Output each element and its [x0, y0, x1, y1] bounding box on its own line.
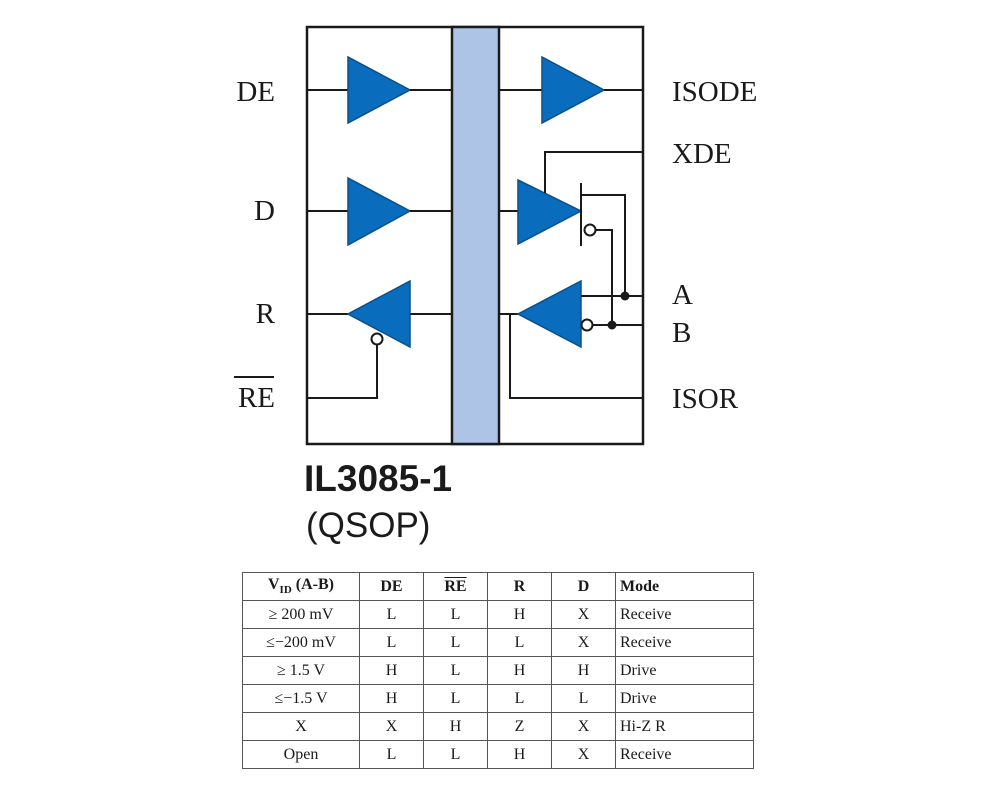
- table-cell: L: [487, 684, 552, 713]
- table-cell: L: [359, 740, 424, 769]
- table-cell: L: [551, 684, 616, 713]
- header-r: R: [487, 572, 552, 601]
- table-cell: Z: [487, 712, 552, 741]
- table-cell: H: [487, 740, 552, 769]
- table-cell: L: [423, 656, 488, 685]
- driver-inverting-bubble: [583, 223, 597, 237]
- table-cell: H: [423, 712, 488, 741]
- pin-label-de: DE: [236, 76, 275, 108]
- table-cell: H: [359, 656, 424, 685]
- table-cell: ≤−200 mV: [242, 628, 360, 657]
- table-cell: X: [551, 628, 616, 657]
- line-receiver: [516, 279, 582, 349]
- header-mode: Mode: [615, 572, 754, 601]
- driver-out-b: [596, 229, 613, 325]
- table-cell: L: [487, 628, 552, 657]
- r-enable-bubble: [370, 332, 384, 346]
- pin-label-d: D: [254, 195, 275, 227]
- driver-out-a: [581, 194, 626, 296]
- table-cell: ≥ 200 mV: [242, 600, 360, 629]
- table-cell: X: [551, 600, 616, 629]
- table-cell: X: [359, 712, 424, 741]
- header-re: RE: [423, 572, 488, 601]
- d-input-buffer: [347, 176, 412, 247]
- table-cell: L: [423, 628, 488, 657]
- table-cell: ≥ 1.5 V: [242, 656, 360, 685]
- table-cell: L: [423, 684, 488, 713]
- table-cell: Receive: [615, 740, 754, 769]
- table-cell: H: [551, 656, 616, 685]
- table-cell: L: [359, 600, 424, 629]
- pin-label-r: R: [256, 298, 276, 330]
- junction-b: [607, 320, 617, 330]
- pin-label-re: RE: [238, 382, 275, 414]
- header-d: D: [551, 572, 616, 601]
- table-cell: X: [242, 712, 360, 741]
- header-de: DE: [359, 572, 424, 601]
- table-cell: Receive: [615, 628, 754, 657]
- table-cell: Hi-Z R: [615, 712, 754, 741]
- table-cell: Open: [242, 740, 360, 769]
- pin-label-a: A: [672, 279, 693, 311]
- table-cell: H: [487, 600, 552, 629]
- isode-buffer: [541, 55, 606, 125]
- isolation-barrier: [450, 25, 501, 446]
- table-cell: X: [551, 740, 616, 769]
- table-cell: ≤−1.5 V: [242, 684, 360, 713]
- pin-label-isor: ISOR: [672, 383, 739, 415]
- de-input-buffer: [347, 55, 412, 125]
- table-cell: L: [423, 600, 488, 629]
- pin-label-isode: ISODE: [672, 76, 757, 108]
- table-cell: Drive: [615, 684, 754, 713]
- table-cell: Receive: [615, 600, 754, 629]
- pin-label-xde: XDE: [672, 138, 732, 170]
- receiver-inverting-bubble: [580, 318, 594, 332]
- isor-wire: [509, 314, 643, 399]
- header-vid: VID (A-B): [242, 572, 360, 601]
- table-cell: Drive: [615, 656, 754, 685]
- junction-a: [620, 291, 630, 301]
- package-type: (QSOP): [306, 506, 431, 545]
- line-driver: [517, 178, 583, 246]
- part-number: IL3085-1: [304, 458, 453, 499]
- block-diagram: DE D R RE ISODE XDE A B ISOR: [234, 25, 757, 446]
- table-cell: X: [551, 712, 616, 741]
- truth-table-header: VID (A-B) DE RE R D Mode: [242, 572, 754, 601]
- xde-wire: [544, 151, 643, 193]
- table-cell: L: [359, 628, 424, 657]
- table-cell: L: [423, 740, 488, 769]
- table-cell: H: [487, 656, 552, 685]
- re-wire: [307, 345, 378, 399]
- pin-label-b: B: [672, 317, 691, 349]
- table-cell: H: [359, 684, 424, 713]
